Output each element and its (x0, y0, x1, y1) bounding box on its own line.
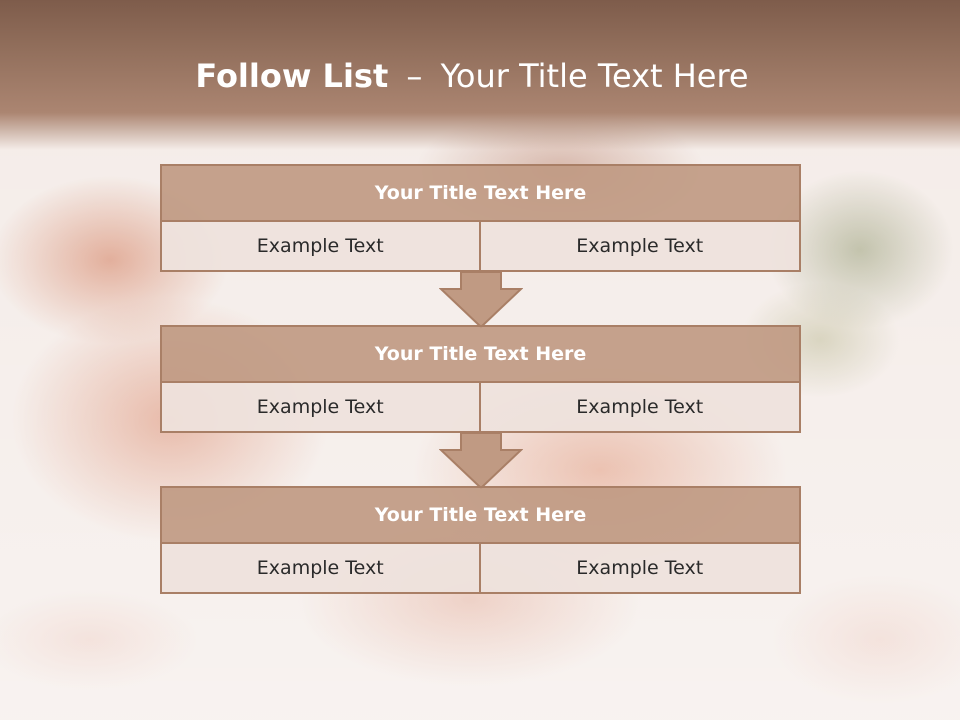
list-block-title: Your Title Text Here (160, 486, 801, 544)
list-block-title: Your Title Text Here (160, 164, 801, 222)
list-block-title: Your Title Text Here (160, 325, 801, 383)
list-cell-left: Example Text (160, 222, 481, 272)
list-cell-right: Example Text (480, 544, 801, 594)
list-cell-right: Example Text (480, 222, 801, 272)
list-block-3: Your Title Text Here Example Text Exampl… (160, 486, 801, 594)
slide-title-bold: Follow List (195, 57, 389, 95)
list-cell-left: Example Text (160, 383, 481, 433)
list-cell-left: Example Text (160, 544, 481, 594)
list-block-row: Example Text Example Text (160, 222, 801, 272)
down-arrow-icon (439, 432, 523, 490)
list-block-1: Your Title Text Here Example Text Exampl… (160, 164, 801, 272)
down-arrow-icon (439, 271, 523, 329)
slide-title: Follow List – Your Title Text Here (0, 54, 944, 98)
slide-title-separator: – (406, 57, 423, 95)
list-block-2: Your Title Text Here Example Text Exampl… (160, 325, 801, 433)
slide-title-rest: Your Title Text Here (440, 57, 749, 95)
title-band (0, 0, 960, 150)
list-cell-right: Example Text (480, 383, 801, 433)
list-block-row: Example Text Example Text (160, 544, 801, 594)
list-block-row: Example Text Example Text (160, 383, 801, 433)
